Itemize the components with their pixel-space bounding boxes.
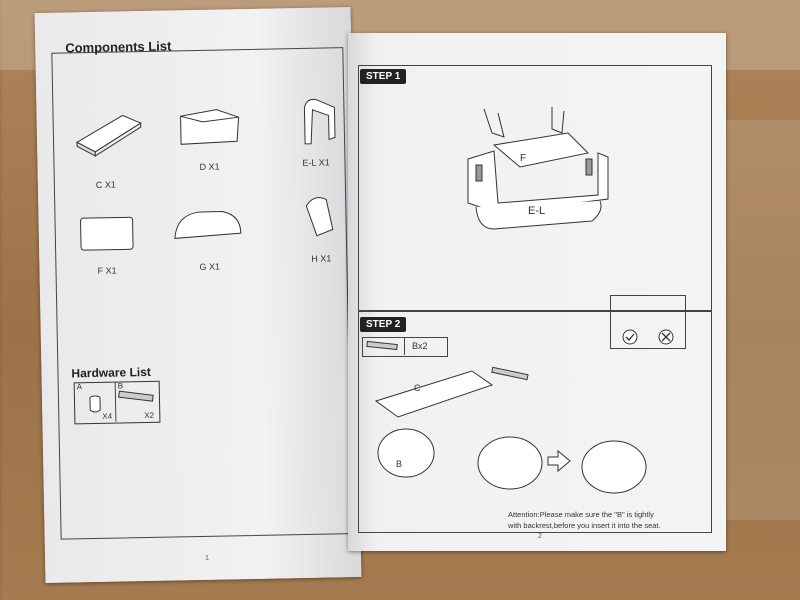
- step1-assembly-illustration: [467, 107, 609, 230]
- component-h-icon: [305, 197, 334, 237]
- components-list-title: Components List: [65, 38, 172, 56]
- component-f-icon: [80, 216, 134, 251]
- incorrect-x-icon: [658, 329, 674, 345]
- step2-qty-divider: [404, 337, 405, 355]
- hardware-list-title: Hardware List: [71, 364, 151, 381]
- hardware-b-qty: X2: [144, 410, 155, 421]
- step2-badge: STEP 2: [360, 317, 407, 332]
- correct-check-icon: [622, 329, 638, 345]
- component-f-label: F X1: [97, 265, 117, 276]
- manual-page-left: Components List C X1 D X1 E-L X1 F X1 G …: [34, 7, 362, 583]
- step2-assembly-illustration: [374, 366, 647, 494]
- component-g-label: G X1: [199, 261, 221, 272]
- orientation-check-box: [610, 295, 686, 349]
- page-number-left: 1: [204, 554, 210, 562]
- component-d-icon: [180, 109, 240, 145]
- hardware-a-letter: A: [76, 382, 83, 392]
- manual-page-right: STEP 1 F E-L STEP 2 Bx2 C B Attenti: [348, 33, 726, 551]
- step2-qty-box: [362, 337, 448, 357]
- step1-part-f-label: F: [520, 153, 527, 164]
- attention-note: Attention:Please make sure the "B" is ti…: [508, 509, 661, 531]
- connector-b-icon: [118, 390, 154, 402]
- step1-badge: STEP 1: [360, 69, 407, 84]
- step2-frame: [358, 311, 712, 533]
- step2-part-b-label: B: [396, 459, 403, 469]
- hardware-b-letter: B: [117, 381, 124, 391]
- component-c-icon: [76, 114, 142, 157]
- step1-frame: [358, 65, 712, 311]
- hardware-a-qty: X4: [102, 411, 113, 421]
- component-el-icon: [303, 98, 336, 145]
- attention-line-2: with backrest,before you insert it into …: [508, 521, 661, 530]
- component-d-label: D X1: [199, 161, 220, 172]
- connector-b-icon: [366, 340, 398, 351]
- dowel-a-icon: [89, 395, 101, 413]
- component-el-label: E-L X1: [302, 157, 330, 168]
- step1-part-el-label: E-L: [528, 205, 546, 217]
- step2-qty-label: Bx2: [412, 341, 428, 351]
- attention-line-1: Attention:Please make sure the "B" is ti…: [508, 510, 654, 519]
- step2-part-c-label: C: [414, 383, 421, 393]
- component-c-label: C X1: [95, 179, 116, 190]
- page-number-right: 2: [538, 533, 542, 540]
- component-h-label: H X1: [311, 253, 332, 264]
- component-g-icon: [174, 211, 242, 239]
